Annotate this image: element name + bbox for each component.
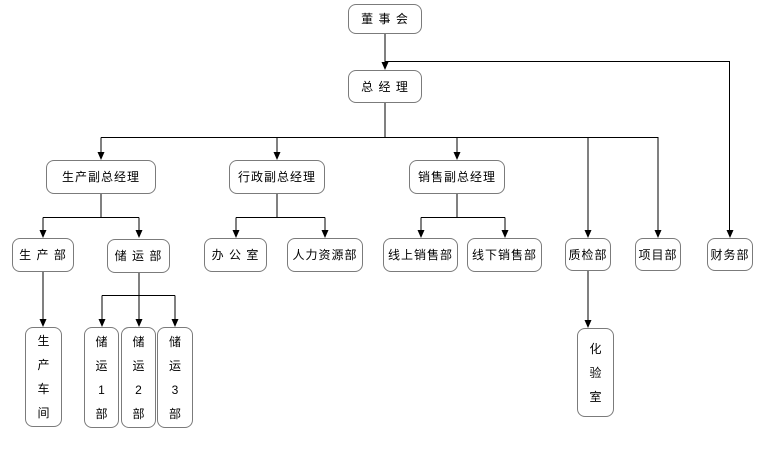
arrowhead bbox=[98, 319, 106, 327]
edge-vp-admin-children bbox=[235, 194, 326, 231]
arrowhead bbox=[232, 230, 240, 238]
node-production-dept: 生 产 部 bbox=[12, 238, 74, 272]
node-board: 董 事 会 bbox=[348, 4, 422, 34]
arrowhead bbox=[584, 230, 592, 238]
node-qc-dept: 质检部 bbox=[565, 238, 611, 271]
node-office: 办 公 室 bbox=[204, 238, 267, 272]
edge-gm-bus bbox=[101, 103, 659, 138]
edge-vp-sales-children bbox=[420, 194, 506, 231]
arrowhead bbox=[321, 230, 329, 238]
arrowhead bbox=[453, 152, 461, 160]
arrowhead bbox=[273, 152, 281, 160]
node-general-manager: 总 经 理 bbox=[348, 70, 422, 103]
arrowhead bbox=[584, 320, 592, 328]
arrowhead bbox=[171, 319, 179, 327]
node-finance-dept: 财务部 bbox=[707, 238, 753, 271]
node-storage-3: 储 运 3 部 bbox=[157, 327, 193, 428]
arrowhead bbox=[381, 62, 389, 70]
edge-board-finance bbox=[385, 61, 730, 231]
node-storage-2: 储 运 2 部 bbox=[121, 327, 156, 428]
arrowhead bbox=[501, 230, 509, 238]
arrowhead bbox=[39, 319, 47, 327]
node-storage-dept: 储 运 部 bbox=[107, 239, 170, 273]
arrowhead bbox=[135, 230, 143, 238]
arrowhead bbox=[135, 319, 143, 327]
arrowhead bbox=[417, 230, 425, 238]
node-vp-sales: 销售副总经理 bbox=[409, 160, 505, 194]
arrowhead bbox=[654, 230, 662, 238]
edge-bus-drops bbox=[100, 137, 659, 231]
connector-segments bbox=[42, 34, 730, 321]
node-vp-production: 生产副总经理 bbox=[46, 160, 156, 194]
node-storage-1: 储 运 1 部 bbox=[84, 327, 119, 428]
node-lab: 化 验 室 bbox=[577, 328, 614, 417]
node-vp-admin: 行政副总经理 bbox=[229, 160, 325, 194]
arrowheads bbox=[39, 62, 734, 328]
arrowhead bbox=[39, 230, 47, 238]
node-project-dept: 项目部 bbox=[635, 238, 681, 271]
arrowhead bbox=[726, 230, 734, 238]
node-online-sales-dept: 线上销售部 bbox=[383, 238, 458, 272]
edge-vp-production-children bbox=[42, 194, 140, 231]
edge-storage-children bbox=[101, 273, 176, 320]
arrowhead bbox=[97, 152, 105, 160]
node-workshop: 生 产 车 间 bbox=[25, 327, 62, 427]
node-hr-dept: 人力资源部 bbox=[287, 238, 363, 272]
node-offline-sales-dept: 线下销售部 bbox=[467, 238, 542, 272]
